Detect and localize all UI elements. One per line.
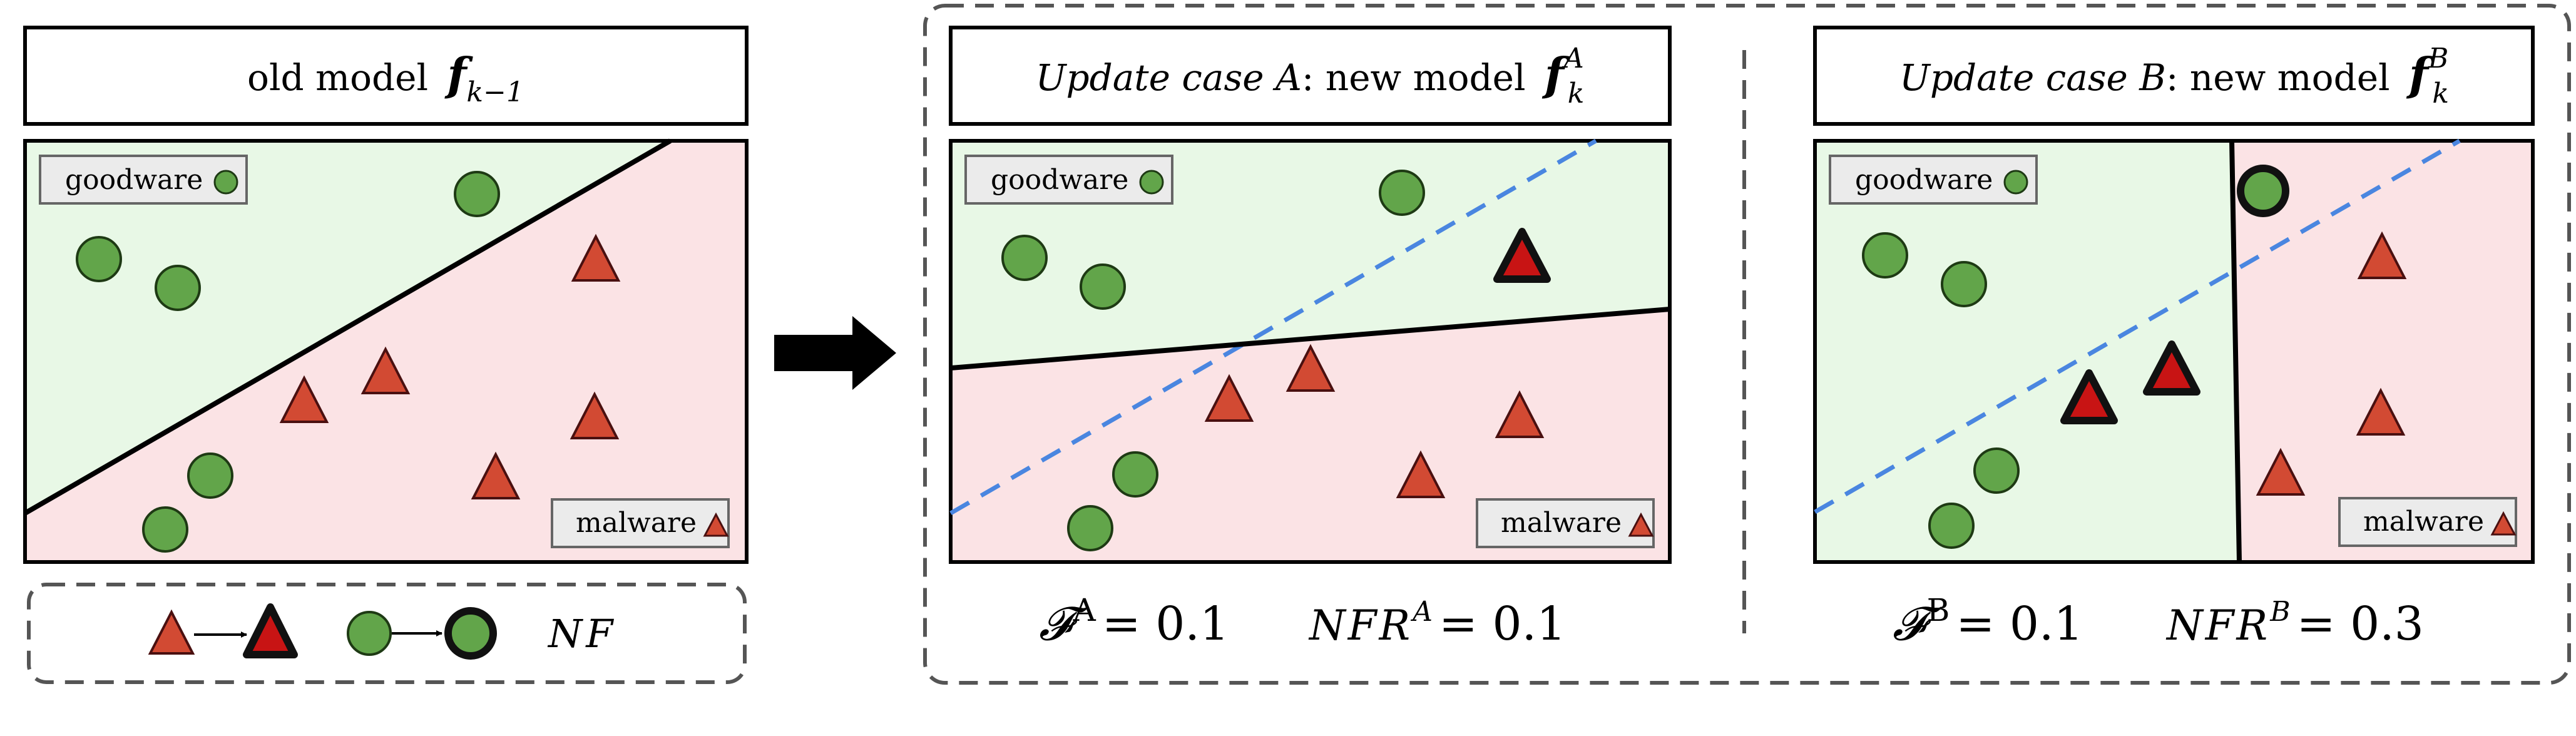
old-goodware-legend-point bbox=[213, 170, 238, 195]
old-malware-legend-point bbox=[703, 512, 729, 537]
goodware-point bbox=[1928, 503, 1975, 549]
nf-legend: NF bbox=[27, 583, 747, 684]
case-a-goodware-legend-box bbox=[964, 155, 1173, 205]
case-b-title-box bbox=[1813, 26, 2535, 126]
case-a-goodware-legend-label: goodware bbox=[991, 164, 1128, 196]
goodware-point bbox=[76, 236, 122, 282]
case-a-metrics: 𝓕A= 0.1 NFRA= 0.1 bbox=[1039, 592, 1566, 651]
case-a-plot: goodware malware bbox=[949, 138, 1672, 564]
goodware-point bbox=[155, 265, 201, 311]
malware-point-nf bbox=[1493, 228, 1551, 283]
malware-point bbox=[471, 451, 521, 499]
goodware-point bbox=[187, 452, 233, 499]
case-a-plot-frame bbox=[949, 139, 1672, 564]
case-b-metric-f: 𝓕B= 0.1 bbox=[1893, 592, 2083, 651]
old-model-title: old model fk−1 bbox=[247, 48, 524, 108]
malware-point bbox=[1204, 374, 1254, 422]
case-b-plot: goodware malware bbox=[1813, 138, 2535, 564]
malware-point bbox=[2256, 447, 2306, 496]
malware-point bbox=[1285, 344, 1336, 392]
nf-legend-goodware-before bbox=[347, 611, 392, 656]
case-a-malware-legend-label: malware bbox=[1501, 507, 1622, 539]
old-plot-frame bbox=[23, 139, 749, 564]
case-b-old-boundary-dashed bbox=[1814, 138, 2461, 514]
nf-legend-goodware-after bbox=[444, 607, 497, 660]
transition-arrow bbox=[774, 316, 896, 390]
case-b-goodware-region bbox=[1815, 141, 2239, 562]
goodware-point-nf bbox=[2237, 165, 2289, 217]
case-a-malware-legend-point bbox=[1628, 512, 1654, 537]
malware-point bbox=[279, 375, 329, 423]
case-a-metric-f: 𝓕A= 0.1 bbox=[1039, 592, 1229, 651]
goodware-point bbox=[454, 171, 500, 217]
case-b-metric-nfr: NFRB= 0.3 bbox=[2165, 596, 2424, 651]
goodware-point bbox=[1941, 261, 1987, 307]
case-b-plot-frame bbox=[1813, 139, 2535, 564]
old-goodware-legend-box bbox=[39, 155, 248, 205]
goodware-point bbox=[1001, 235, 1048, 281]
goodware-point bbox=[1379, 170, 1425, 216]
nf-legend-malware-after bbox=[243, 603, 298, 658]
nf-legend-box bbox=[27, 583, 747, 684]
malware-point bbox=[570, 391, 620, 439]
goodware-point bbox=[1973, 447, 2020, 494]
old-decision-boundary bbox=[24, 138, 672, 516]
goodware-point bbox=[1862, 232, 1908, 279]
case-b-malware-legend-label: malware bbox=[2363, 506, 2484, 538]
old-goodware-legend-label: goodware bbox=[65, 164, 203, 196]
old-model-plot: goodware malware bbox=[23, 138, 749, 564]
malware-point bbox=[2357, 231, 2407, 279]
case-b-malware-region bbox=[2232, 141, 2533, 562]
nf-legend-label: NF bbox=[547, 611, 616, 657]
goodware-point bbox=[1112, 451, 1158, 498]
case-b-malware-legend-point bbox=[2490, 511, 2517, 536]
case-b-new-boundary bbox=[2229, 140, 2242, 563]
old-model-panel: old model fk−1 goodware malware bbox=[23, 26, 749, 564]
old-malware-legend-box bbox=[551, 498, 730, 548]
case-b-metrics: 𝓕B= 0.1 NFRB= 0.3 bbox=[1893, 592, 2424, 651]
malware-point bbox=[1396, 450, 1446, 498]
update-cases-container bbox=[923, 4, 2571, 685]
goodware-point bbox=[1067, 505, 1113, 551]
goodware-point bbox=[1080, 263, 1126, 310]
malware-point bbox=[571, 233, 621, 282]
old-malware-legend-label: malware bbox=[576, 507, 697, 539]
malware-point bbox=[1495, 390, 1545, 438]
case-a-metric-nfr: NFRA= 0.1 bbox=[1308, 596, 1566, 651]
goodware-point bbox=[142, 506, 188, 553]
case-b-goodware-legend-point bbox=[2003, 170, 2028, 195]
malware-point bbox=[2356, 387, 2406, 436]
nf-legend-malware-before bbox=[148, 609, 195, 655]
old-model-title-box bbox=[23, 26, 749, 126]
transition-arrow-shape bbox=[774, 316, 896, 390]
case-a-malware-legend-box bbox=[1476, 498, 1655, 548]
malware-point bbox=[360, 346, 411, 394]
malware-point-nf bbox=[2060, 369, 2118, 424]
case-a-old-boundary-dashed bbox=[949, 138, 1597, 516]
case-a-goodware-legend-point bbox=[1139, 170, 1164, 195]
case-a-title-box bbox=[949, 26, 1672, 126]
case-b-malware-legend-box bbox=[2338, 497, 2517, 547]
case-b-goodware-legend-box bbox=[1829, 155, 2038, 205]
case-b-goodware-legend-label: goodware bbox=[1855, 164, 1993, 196]
case-a-new-boundary bbox=[950, 307, 1670, 371]
malware-point-nf bbox=[2143, 340, 2200, 396]
